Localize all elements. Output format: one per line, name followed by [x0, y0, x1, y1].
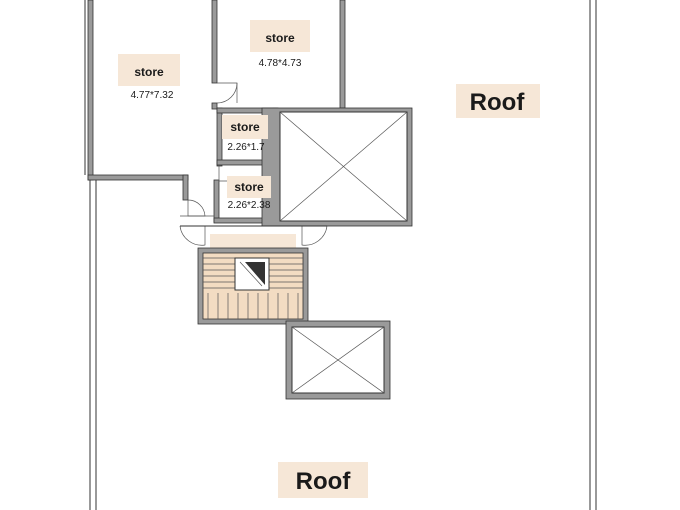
room-label-store-upper: store 4.78*4.73: [250, 20, 310, 69]
room-name: store: [234, 180, 264, 194]
roof-label-lower: Roof: [278, 462, 368, 498]
stairs: [197, 247, 309, 325]
shaft-upper: [261, 107, 413, 227]
stair-entrance-doors: [179, 225, 328, 248]
roof-label-upper: Roof: [456, 84, 540, 118]
roof-boundary: [89, 0, 597, 510]
room-dimensions: 2.26*2.38: [228, 200, 271, 211]
store-room-upper-walls: [211, 0, 346, 110]
room-name: store: [134, 65, 164, 79]
room-label-store-large: store 4.77*7.32: [118, 54, 180, 101]
roof-label: Roof: [296, 468, 352, 495]
room-label-store-small-2: store 2.26*2.38: [227, 176, 271, 211]
room-name: store: [265, 31, 295, 45]
roof-label: Roof: [470, 89, 526, 116]
room-dimensions: 2.26*1.7: [227, 142, 265, 153]
store-room-large-walls: [84, 0, 189, 201]
room-dimensions: 4.78*4.73: [259, 58, 302, 69]
door-swing-upper: [216, 82, 238, 104]
shaft-lower: [285, 320, 391, 400]
room-label-store-small-1: store 2.26*1.7: [222, 115, 268, 153]
room-dimensions: 4.77*7.32: [131, 90, 174, 101]
room-name: store: [230, 120, 260, 134]
